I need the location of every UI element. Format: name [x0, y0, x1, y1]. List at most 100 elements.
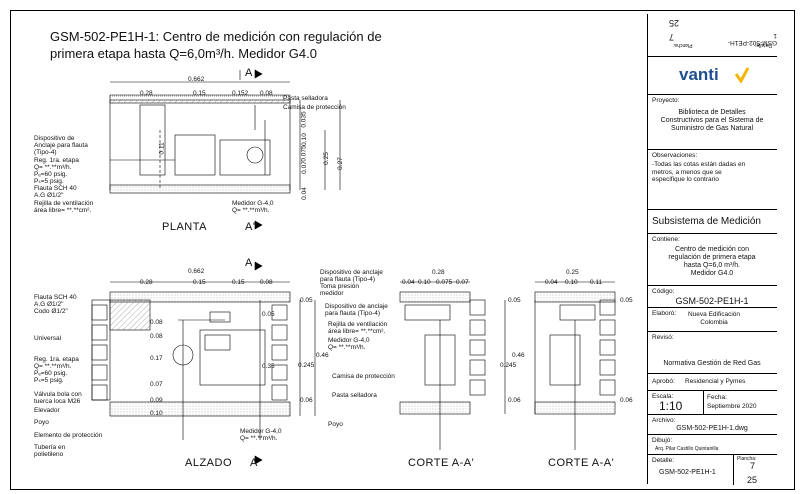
corte2-dim-b: 0.10	[565, 279, 578, 286]
tb-top-rotated: GSM-502-PE1H-1 Detalle: 7 Plancha: 25	[647, 14, 777, 56]
alzado-view-title: ALZADO	[185, 457, 233, 469]
tb-escala-fecha: Escala: 1:10 Fecha: Septiembre 2020	[647, 390, 777, 415]
planta-label-medidor: Medidor G-4,0 Q= **.**m³/h.	[232, 200, 274, 214]
tb-aprobo: Aprobó: Residencial y Pymes	[647, 373, 777, 390]
tb-elaboro-value: Nueva Edificación Colombia	[687, 311, 741, 326]
corte1-view	[399, 281, 506, 450]
tb-subsistema: Subsistema de Medición	[647, 209, 777, 233]
tb-plancha-value: 7	[750, 461, 756, 471]
tb-observ-value: -Todas las cotas están dadas en metros, …	[652, 161, 746, 183]
alzado-dim-v10: 0.10	[150, 410, 163, 417]
corte1-dim-v245: 0.245	[500, 362, 517, 369]
planta-section-a: A	[245, 67, 253, 79]
corte1-view-title: CORTE A-A'	[408, 457, 475, 469]
tb-dibujo: Dibujó: Arq. Pilar Castillo Quintanilla	[647, 434, 777, 454]
tb-proyecto-value: Biblioteca de Detalles Constructivos par…	[660, 109, 764, 132]
corte1-dim-a: 0.04	[402, 279, 415, 286]
tb-observ-caption: Observaciones:	[652, 152, 698, 159]
alzado-dim-v17: 0.17	[150, 355, 163, 362]
tb-archivo: Archivo: GSM-502-PE1H-1.dwg	[647, 414, 777, 434]
tb-reviso: Revisó: Normativa Gestión de Red Gas	[647, 331, 777, 373]
tb-logo: vanti	[647, 56, 777, 94]
tb-contiene-value: Centro de medición con regulación de pri…	[668, 246, 756, 277]
tb-proyecto-caption: Proyecto:	[652, 97, 680, 104]
corte2-dim-a: 0.04	[545, 279, 558, 286]
alzado-dim-3: 0.15	[232, 279, 245, 286]
corte1-dim-d: 0.07	[456, 279, 469, 286]
alzado-label-medidor-bottom: Medidor G-4,0 Q= **.**m³/h.	[240, 428, 282, 442]
planta-dim-4: 0.08	[260, 90, 273, 97]
planta-dim-v3: 0.075	[300, 145, 308, 162]
vanti-logo: vanti	[679, 65, 719, 84]
tb-plancha-caption: Plancha:	[737, 456, 757, 462]
alzado-label-universal: Universal	[34, 335, 62, 342]
planta-label-rejilla: Rejilla de ventilación área libre= **.**…	[34, 200, 94, 214]
tb-num-value: 25	[747, 475, 758, 485]
alzado-section-a: A	[245, 257, 253, 269]
tb-dibujo-caption: Dibujó:	[652, 437, 673, 444]
alzado-section-a-prime: A'	[250, 457, 261, 469]
alzado-label-flauta: Flauta SCH 40 A.G Ø1/2" Codo Ø1/2"	[34, 294, 77, 315]
corte2-dim-total: 0.25	[566, 269, 579, 276]
vanti-check-icon	[735, 67, 749, 83]
planta-dim-v1: 0.035	[300, 111, 308, 128]
planta-dim-total: 0.662	[188, 76, 205, 83]
alzado-label-camisa: Camisa de protección	[332, 373, 395, 380]
corte1-dim-total: 0.28	[432, 269, 445, 276]
tb-codigo-value: GSM-502-PE1H-1	[675, 296, 749, 306]
tb-detalle: Detalle: GSM-502-PE1H-1 Plancha: 7 25	[647, 454, 777, 485]
tb-top-num: 25	[669, 18, 680, 28]
planta-view	[109, 69, 341, 230]
alzado-dim-v09: 0.09	[150, 397, 163, 404]
tb-aprobo-value: Residencial y Pymes	[685, 378, 746, 385]
alzado-label-pasta: Pasta selladora	[332, 392, 377, 399]
alzado-label-medidor: Medidor G-4,0 Q= **.**m³/h.	[328, 337, 370, 351]
planta-label-pasta: Pasta selladora	[283, 95, 328, 102]
planta-dim-v5: 0.04	[300, 187, 308, 200]
drawing-sheet	[10, 10, 795, 490]
planta-label-reg: Reg. 1ra. etapa Q= **.**m³/h. Pₑ=60 psig…	[34, 157, 79, 185]
alzado-dim-1: 0.28	[140, 279, 153, 286]
technical-drawing	[91, 69, 616, 465]
tb-elaboro-caption: Elaboró:	[652, 310, 677, 317]
alzado-label-elevador: Elevador	[34, 407, 60, 414]
alzado-label-disp-top: Dispositivo de anclaje para flauta (Tipo…	[320, 269, 383, 283]
tb-dibujo-value: Arq. Pilar Castillo Quintanilla	[655, 446, 719, 452]
alzado-dim-v07: 0.07	[150, 381, 163, 388]
tb-detalle-value: GSM-502-PE1H-1	[659, 469, 716, 476]
tb-codigo-caption: Código:	[652, 288, 675, 295]
alzado-label-poyo: Poyo	[34, 419, 49, 426]
tb-escala-caption: Escala:	[652, 393, 674, 400]
tb-reviso-caption: Revisó:	[652, 334, 674, 341]
title-block: GSM-502-PE1H-1 Detalle: 7 Plancha: 25 va…	[647, 14, 777, 485]
tb-contiene-caption: Contiene:	[652, 236, 680, 243]
alzado-dim-v05b: 0.05	[262, 311, 275, 318]
tb-archivo-value: GSM-502-PE1H-1.dwg	[676, 425, 748, 432]
tb-proyecto: Proyecto: Biblioteca de Detalles Constru…	[647, 94, 777, 149]
tb-elaboro: Elaboró: Nueva Edificación Colombia	[647, 307, 777, 331]
alzado-dim-2: 0.15	[193, 279, 206, 286]
planta-dim-3: 0.152	[232, 90, 249, 97]
tb-top-plancha-label: Plancha:	[673, 42, 693, 48]
alzado-label-poyo2: Poyo	[328, 421, 343, 428]
alzado-dim-v46: 0.46	[316, 352, 329, 359]
corte1-dim-v06: 0.06	[508, 397, 521, 404]
tb-subsistema-value: Subsistema de Medición	[652, 216, 761, 227]
tb-reviso-value: Normativa Gestión de Red Gas	[663, 360, 761, 367]
planta-label-camisa: Camisa de protección	[283, 104, 346, 111]
tb-archivo-caption: Archivo:	[652, 417, 676, 424]
alzado-view	[91, 261, 316, 465]
alzado-label-rejilla: Rejilla de ventilación área libre= **.**…	[328, 321, 388, 335]
alzado-label-disp-mid: Dispositivo de anclaje para flauta (Tipo…	[325, 303, 388, 317]
title-line-2: primera etapa hasta Q=6,0m³/h. Medidor G…	[50, 46, 317, 61]
planta-dim-v2: 0.10	[300, 133, 308, 146]
title-line-1: GSM-502-PE1H-1: Centro de medición con r…	[50, 29, 382, 44]
tb-observaciones: Observaciones: -Todas las cotas están da…	[647, 149, 777, 209]
corte2-dim-v05: 0.05	[620, 297, 633, 304]
drawing-title: GSM-502-PE1H-1: Centro de medición con r…	[50, 28, 430, 62]
corte1-dim-c: 0.075	[436, 279, 453, 286]
corte2-dim-c: 0.11	[590, 279, 603, 286]
alzado-label-valvula: Válvula bola con tuerca loca M26	[34, 391, 82, 405]
planta-dim-v8: 0.27	[336, 157, 344, 170]
alzado-dim-total: 0.662	[188, 268, 205, 275]
